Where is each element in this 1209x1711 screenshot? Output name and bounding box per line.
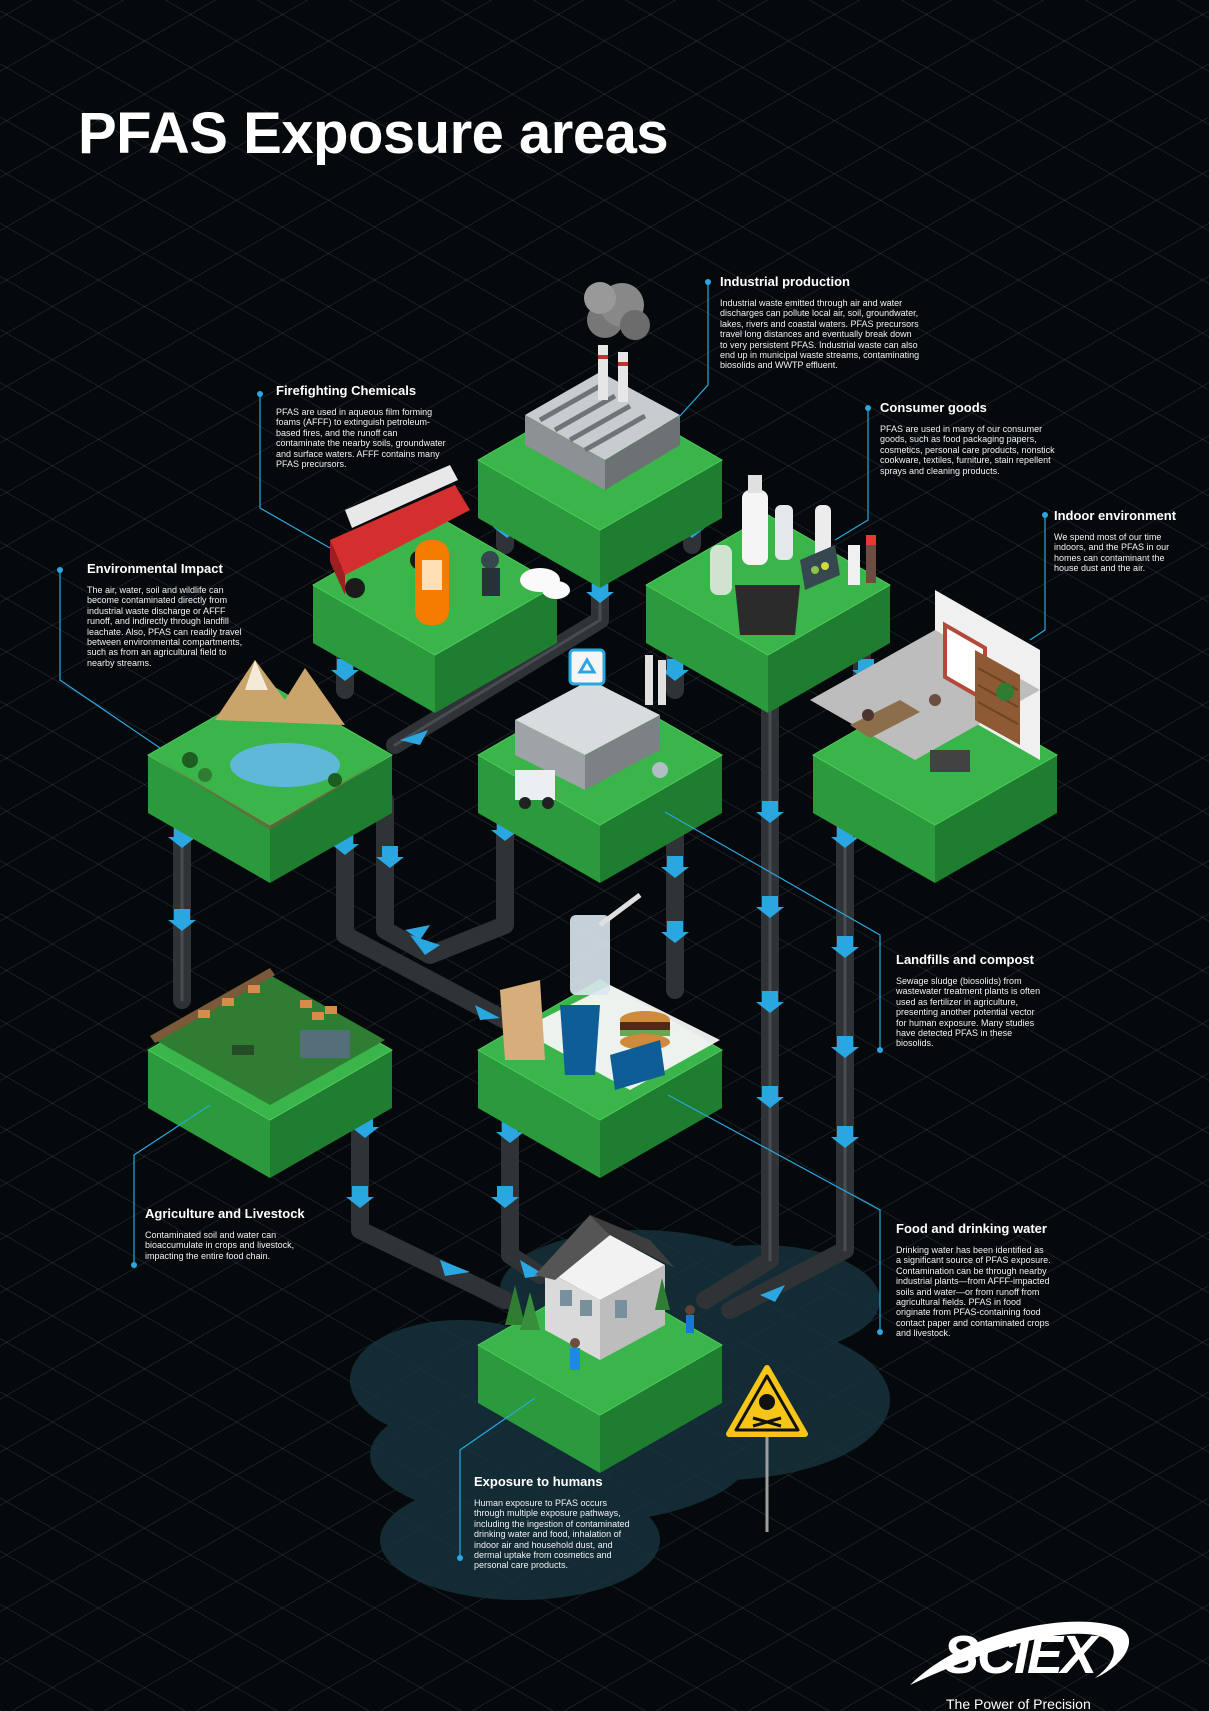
callout-body: PFAS are used in aqueous film forming fo… [276,407,446,470]
flow-arrow [831,936,859,958]
logo-swoosh-icon [910,1621,1130,1685]
callout-environmental-impact: Environmental Impact The air, water, soi… [87,561,247,668]
flow-arrow [831,1126,859,1148]
callout-body: Human exposure to PFAS occurs through mu… [474,1498,630,1571]
callout-consumer-goods: Consumer goods PFAS are used in many of … [880,400,1055,476]
pipe [721,801,854,1319]
callout-indoor-environment: Indoor environment We spend most of our … [1054,508,1184,574]
page-title: PFAS Exposure areas [78,101,669,166]
callout-heading: Consumer goods [880,400,987,415]
pipe [336,811,514,1029]
leader-line [667,1094,883,1335]
callout-food-drinking-water: Food and drinking water Drinking water h… [896,1221,1051,1339]
flow-arrow [756,991,784,1013]
indoor-room-illustration [810,590,1040,772]
callout-exposure-humans: Exposure to humans Human exposure to PFA… [474,1474,634,1571]
callout-landfills-compost: Landfills and compost Sewage sludge (bio… [896,952,1046,1049]
callout-heading: Exposure to humans [474,1474,603,1489]
flow-arrow [831,1036,859,1058]
callout-heading: Landfills and compost [896,952,1034,967]
flow-arrow [756,801,784,823]
environmental-illustration [150,660,390,830]
flow-arrows [168,516,880,1302]
leader-line [664,811,883,1053]
callout-agriculture-livestock: Agriculture and Livestock Contaminated s… [145,1206,320,1261]
recycling-plant-illustration [515,648,668,809]
flow-arrow [661,856,689,878]
leader-line [677,279,711,419]
callout-body: Contaminated soil and water can bioaccum… [145,1230,295,1261]
callout-heading: Environmental Impact [87,561,223,576]
flow-arrow [756,896,784,918]
brand-tagline: The Power of Precision [946,1696,1091,1711]
callout-body: Industrial waste emitted through air and… [720,298,920,371]
callout-body: Sewage sludge (biosolids) from wastewate… [896,976,1041,1049]
callout-body: Drinking water has been identified as a … [896,1245,1051,1339]
callout-heading: Food and drinking water [896,1221,1047,1236]
callout-body: We spend most of our time indoors, and t… [1054,532,1170,574]
pipe [376,791,514,964]
callout-heading: Agriculture and Livestock [145,1206,305,1221]
leader-line [131,1104,211,1268]
hazard-sign [726,1365,808,1532]
callout-heading: Industrial production [720,274,850,289]
house-illustration [505,1215,695,1370]
flow-arrow [168,909,196,931]
callout-heading: Firefighting Chemicals [276,383,417,398]
factory-illustration [525,282,680,490]
leader-line [1029,512,1048,641]
flow-arrow [346,1186,374,1208]
food-drink-illustration [500,893,720,1090]
callout-industrial-production: Industrial production Industrial waste e… [720,274,920,371]
leader-line [57,567,161,749]
flow-arrow [661,921,689,943]
callout-body: PFAS are used in many of our consumer go… [880,424,1055,476]
callout-firefighting-chemicals: Firefighting Chemicals PFAS are used in … [276,383,446,469]
agriculture-illustration [150,968,385,1105]
flow-arrow [756,1086,784,1108]
leader-line [457,1397,536,1561]
callout-body: The air, water, soil and wildlife can be… [87,585,243,668]
callout-heading: Indoor environment [1054,508,1177,523]
pipe [351,1096,514,1309]
firefighting-illustration [330,465,570,625]
consumer-goods-illustration [710,475,876,635]
brand-name: SCIEX [943,1625,1097,1685]
callout-leader-lines [57,279,1048,1561]
leader-line [834,405,871,541]
sciex-logo: SCIEX The Power of Precision [905,1610,1135,1711]
leader-line [257,391,331,549]
